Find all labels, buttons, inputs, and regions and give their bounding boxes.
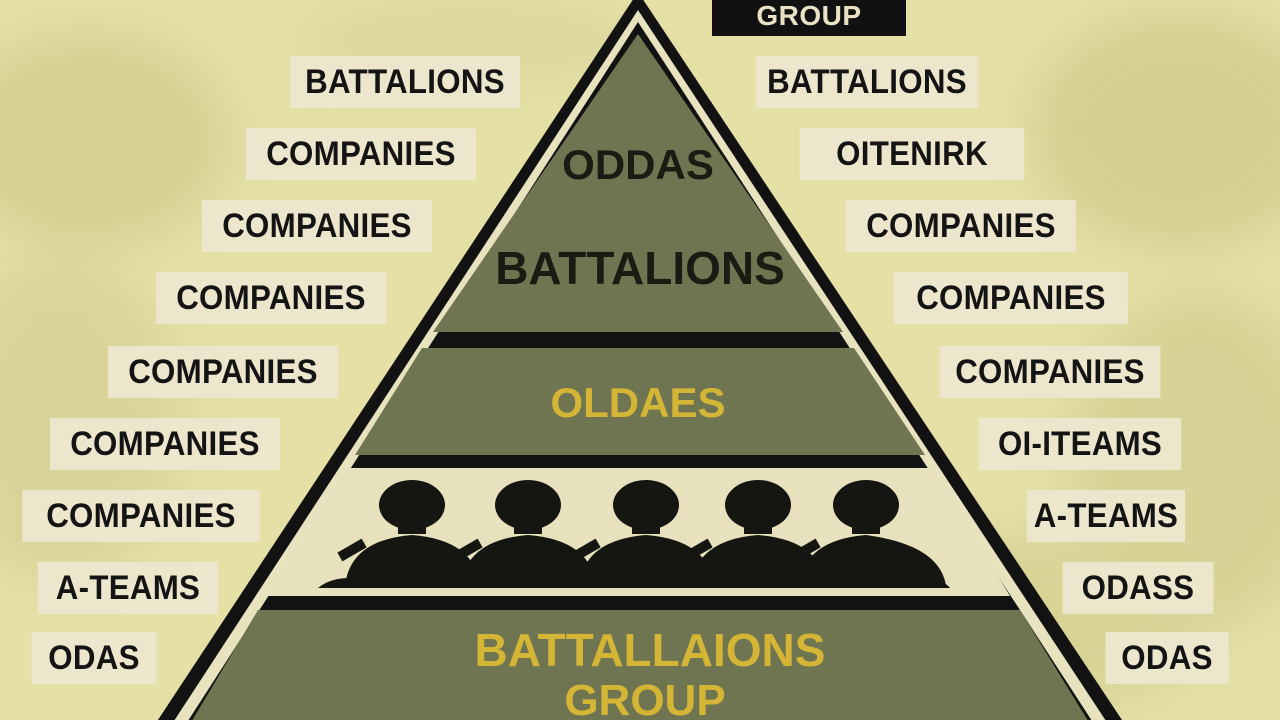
- tier-4-line-1-label: BATTALLAIONS: [474, 624, 826, 676]
- left-label-1: BATTALIONS: [290, 56, 520, 108]
- soldier-icon: [571, 480, 714, 586]
- soldier-icon: [337, 480, 480, 586]
- soldier-icon: [791, 480, 946, 586]
- right-label-4: COMPANIES: [894, 272, 1128, 324]
- right-label-1: BATTALIONS: [755, 56, 979, 108]
- right-label-5: COMPANIES: [939, 346, 1161, 398]
- left-label-2: COMPANIES: [246, 128, 476, 180]
- right-label-7: A-TEAMS: [1026, 490, 1186, 542]
- tier-4-line-2-label: GROUP: [564, 676, 726, 720]
- right-label-8: ODASS: [1062, 562, 1214, 614]
- tier-1-bottom-label: BATTALIONS: [495, 242, 785, 294]
- left-label-5: COMPANIES: [108, 346, 338, 398]
- tier-4-shape: [192, 610, 1088, 720]
- tier-1-shape: [433, 34, 843, 332]
- right-label-6: OI-ITEAMS: [978, 418, 1182, 470]
- soldier-silhouettes: [318, 480, 950, 588]
- right-label-2: OITENIRK: [799, 128, 1025, 180]
- right-label-9: ODAS: [1105, 632, 1229, 684]
- soldier-icon: [683, 480, 826, 586]
- tier-1-top-label: ODDAS: [562, 141, 714, 188]
- soldier-icon: [453, 480, 596, 586]
- top-group-badge: GROUP: [712, 0, 906, 36]
- left-label-7: COMPANIES: [22, 490, 260, 542]
- tier-2-shape: [355, 348, 925, 455]
- left-label-9: ODAS: [31, 632, 157, 684]
- left-label-3: COMPANIES: [202, 200, 432, 252]
- right-label-3: COMPANIES: [846, 200, 1076, 252]
- left-label-6: COMPANIES: [50, 418, 280, 470]
- left-label-8: A-TEAMS: [37, 562, 219, 614]
- tier-2-label: OLDAES: [550, 379, 726, 426]
- left-label-4: COMPANIES: [156, 272, 386, 324]
